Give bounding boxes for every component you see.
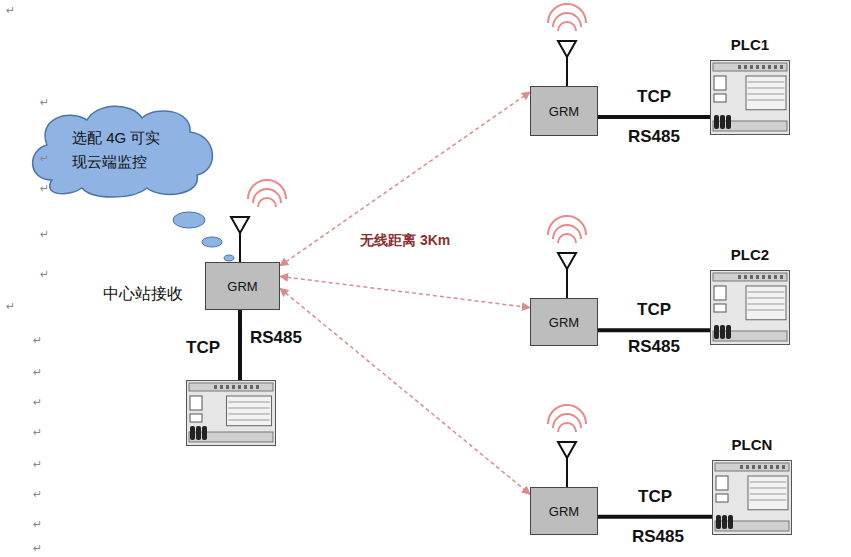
- radio-waves: [548, 4, 586, 31]
- paragraph-mark: ↵: [33, 334, 42, 347]
- protocol-label: TCP: [637, 87, 671, 107]
- paragraph-mark: ↵: [40, 152, 49, 165]
- paragraph-mark: ↵: [33, 366, 42, 379]
- wireless-link: [280, 92, 530, 266]
- module-label: GRM: [549, 504, 579, 519]
- paragraph-mark: ↵: [40, 96, 49, 109]
- plc-device: PLC2: [710, 270, 790, 345]
- paragraph-mark: ↵: [40, 268, 49, 281]
- bus-label: RS485: [632, 527, 684, 547]
- paragraph-mark: ↵: [33, 488, 42, 501]
- radio-waves: [248, 180, 286, 207]
- antenna: [558, 41, 576, 86]
- wireless-link: [280, 276, 530, 307]
- thought-bubble: [224, 255, 234, 261]
- paragraph-mark: ↵: [33, 426, 42, 439]
- callout-text: 选配 4G 可实现云端监控: [72, 126, 172, 174]
- paragraph-mark: ↵: [33, 542, 42, 555]
- module-label: GRM: [227, 279, 257, 294]
- radio-module: GRM: [530, 86, 598, 136]
- antenna: [558, 253, 576, 298]
- bus-label: RS485: [628, 127, 680, 147]
- plc-illustration: [710, 270, 790, 345]
- distance-label: 无线距离 3Km: [358, 232, 452, 250]
- device-label: PLCN: [712, 436, 792, 453]
- station-label: 中心站接收: [103, 284, 183, 305]
- paragraph-mark: ↵: [6, 300, 15, 313]
- plc-illustration: [710, 60, 790, 135]
- radio-waves: [548, 216, 586, 243]
- bus-wire: [598, 515, 712, 519]
- thought-bubble: [202, 237, 222, 247]
- paragraph-mark: ↵: [33, 518, 42, 531]
- cloud-callout: 选配 4G 可实现云端监控: [22, 100, 222, 200]
- paragraph-mark: ↵: [6, 4, 15, 17]
- bus-wire: [598, 115, 710, 119]
- paragraph-mark: ↵: [33, 396, 42, 409]
- device-label: PLC1: [710, 36, 790, 53]
- paragraph-mark: ↵: [33, 458, 42, 471]
- wireless-link: [280, 288, 530, 494]
- thought-bubble: [173, 212, 205, 228]
- paragraph-mark: ↵: [40, 182, 49, 195]
- bus-wire: [598, 328, 710, 332]
- bus-wire: [238, 310, 242, 380]
- plc-device: [187, 381, 276, 446]
- radio-module: GRM: [530, 298, 598, 346]
- protocol-label: TCP: [186, 338, 220, 358]
- radio-module: GRM: [205, 262, 280, 310]
- module-label: GRM: [549, 315, 579, 330]
- bus-label: RS485: [250, 328, 302, 348]
- antenna: [231, 217, 249, 262]
- cloud-outline: [22, 100, 222, 200]
- antenna: [558, 442, 576, 487]
- plc-illustration: [712, 460, 792, 535]
- protocol-label: TCP: [638, 487, 672, 507]
- radio-module: GRM: [530, 487, 598, 535]
- paragraph-mark: ↵: [40, 228, 49, 241]
- radio-waves: [548, 405, 586, 432]
- bus-label: RS485: [628, 337, 680, 357]
- protocol-label: TCP: [637, 300, 671, 320]
- module-label: GRM: [549, 104, 579, 119]
- plc-device: PLCN: [712, 460, 792, 535]
- plc-device: PLC1: [710, 60, 790, 135]
- device-label: PLC2: [710, 246, 790, 263]
